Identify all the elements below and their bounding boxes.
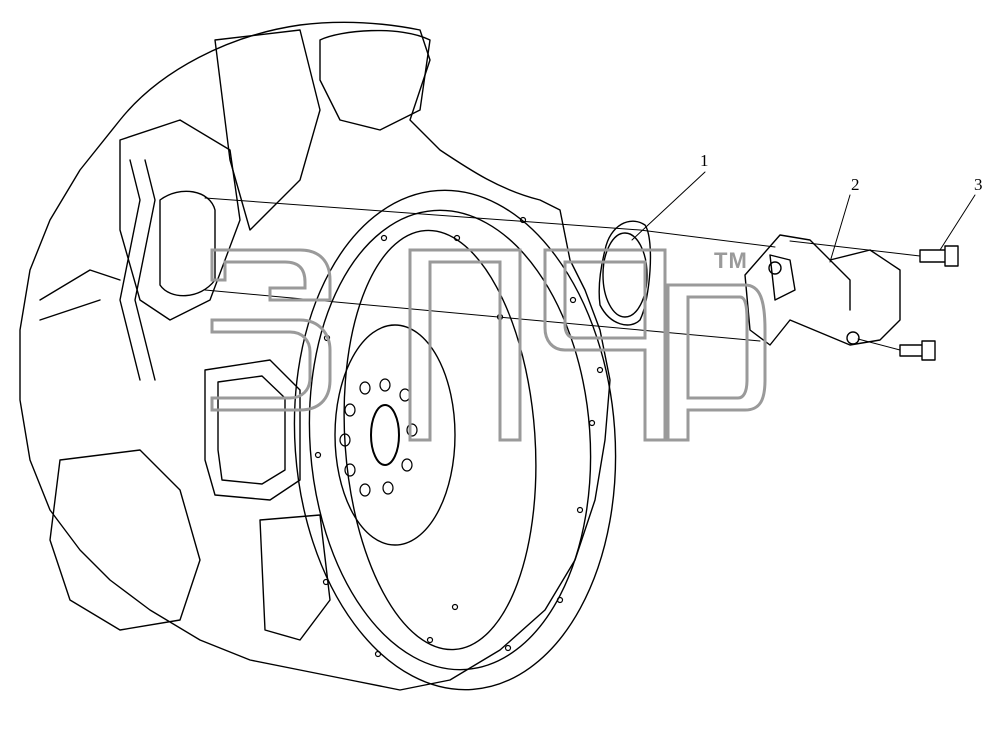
flywheel-rim [343, 229, 537, 651]
starter-mount-inner [217, 375, 286, 485]
gasket-part-1 [598, 220, 652, 326]
pipe-left [119, 159, 156, 381]
bracket-bolt-hole [768, 261, 782, 275]
left-timing-plate [119, 119, 241, 321]
flywheel-housing-flange [293, 189, 617, 691]
sensor-bracket-detail [769, 254, 851, 311]
watermark-logo [210, 248, 767, 442]
starter-body [49, 449, 201, 631]
callout-1: 1 [700, 151, 709, 170]
top-cover [319, 29, 431, 131]
sensor-bracket-part-2 [744, 234, 901, 346]
flywheel-hub [334, 324, 456, 546]
flywheel-housing-inner [308, 209, 592, 671]
alignment-lines [204, 197, 921, 351]
callout-3: 3 [974, 175, 983, 194]
callout-2: 2 [851, 175, 860, 194]
fuel-line [39, 269, 121, 321]
lower-pad [259, 514, 331, 641]
gasket-opening [602, 232, 648, 318]
bolt-lower-part-3 [899, 340, 936, 361]
upper-bracket [214, 29, 321, 231]
watermark-tm: TM [714, 248, 748, 273]
flange-bolt-holes [314, 216, 604, 658]
leader-lines [631, 171, 976, 263]
bracket-bolt-hole [846, 331, 860, 345]
bolt-upper-part-3 [919, 245, 959, 267]
hub-bolt-holes [339, 378, 418, 497]
gear-opening [159, 190, 216, 297]
crankshaft-bore [370, 404, 400, 466]
starter-mount [204, 359, 301, 501]
engine-housing-outline [19, 21, 611, 691]
